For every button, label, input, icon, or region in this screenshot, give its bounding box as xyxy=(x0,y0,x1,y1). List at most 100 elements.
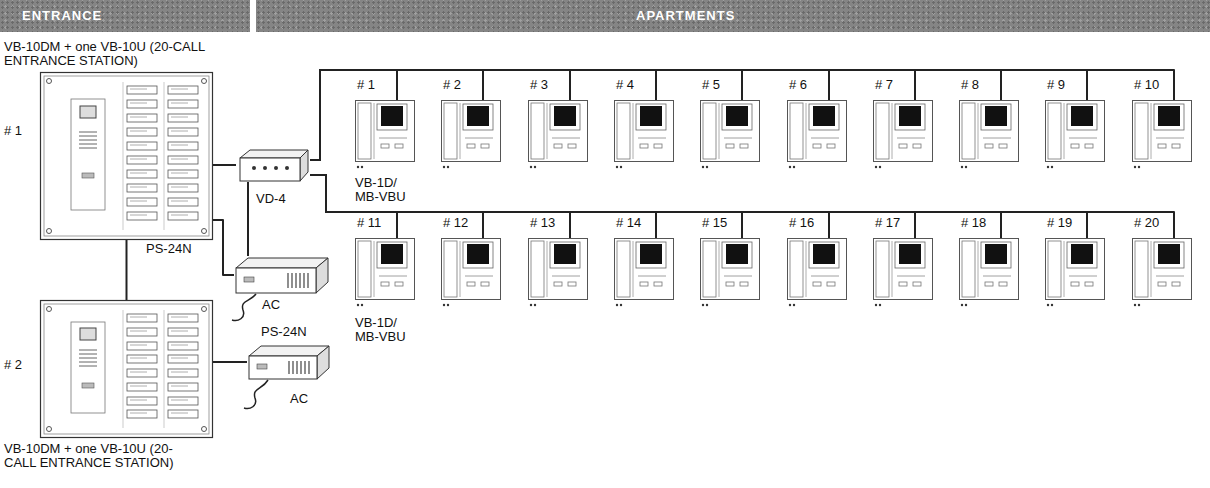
apartment-monitor-drawing xyxy=(614,238,674,300)
section-header: ENTRANCE xyxy=(0,0,250,32)
header-text: APARTMENTS xyxy=(636,9,735,23)
apartment-number: # 6 xyxy=(789,78,829,92)
connector-line xyxy=(126,240,128,300)
apartment-monitor-drawing xyxy=(355,100,415,162)
ac-label: AC xyxy=(290,392,320,406)
apartment-monitor: # 10 xyxy=(1132,100,1192,162)
apartment-number: # 13 xyxy=(530,216,570,230)
apartment-monitor-drawing xyxy=(873,238,933,300)
apartment-monitor: # 8 xyxy=(959,100,1019,162)
apartment-monitor-drawing xyxy=(1045,238,1105,300)
apartment-monitor-drawing xyxy=(873,100,933,162)
apartment-monitor-drawing xyxy=(700,238,760,300)
apartment-monitor: # 14 xyxy=(614,238,674,300)
section-header: APARTMENTS xyxy=(256,0,1210,32)
video-distributor-drawing xyxy=(236,148,310,182)
connector-line xyxy=(310,175,570,238)
apartment-monitor-drawing xyxy=(787,238,847,300)
apartment-monitor-drawing xyxy=(959,100,1019,162)
device-label: PS-24N xyxy=(261,325,341,339)
apartment-monitor-drawing xyxy=(1045,100,1105,162)
entrance-station-drawing xyxy=(40,300,213,438)
apartment-monitor: # 3 xyxy=(528,100,588,162)
entrance-station: # 2VB-10DM + one VB-10U (20-CALL ENTRANC… xyxy=(40,300,213,438)
entrance-station-drawing xyxy=(40,72,213,240)
apartment-monitor: # 17 xyxy=(873,238,933,300)
ac-label: AC xyxy=(262,298,292,312)
connector-line xyxy=(310,175,915,238)
apartment-number: # 7 xyxy=(875,78,915,92)
monitor-model-label: VB-1D/ MB-VBU xyxy=(355,176,417,204)
power-supply: PS-24N xyxy=(247,344,331,380)
apartment-number: # 16 xyxy=(789,216,829,230)
apartment-number: # 10 xyxy=(1134,78,1174,92)
video-distributor: VD-4 xyxy=(236,148,310,182)
apartment-monitor: # 9 xyxy=(1045,100,1105,162)
apartment-monitor: # 1 xyxy=(355,100,415,162)
monitor-model-label: VB-1D/ MB-VBU xyxy=(355,316,417,344)
apartment-monitor: # 20 xyxy=(1132,238,1192,300)
entrance-station: VB-10DM + one VB-10U (20-CALL ENTRANCE S… xyxy=(40,72,213,240)
station-number: # 2 xyxy=(4,358,36,372)
power-supply: PS-24N xyxy=(234,256,330,294)
apartment-monitor: # 7 xyxy=(873,100,933,162)
apartment-monitor: # 5 xyxy=(700,100,760,162)
apartment-monitor-drawing xyxy=(700,100,760,162)
apartment-monitor: # 4 xyxy=(614,100,674,162)
connector-line xyxy=(310,70,570,160)
apartment-monitor-drawing xyxy=(787,100,847,162)
device-label: VD-4 xyxy=(256,192,306,206)
connector-line xyxy=(213,220,234,275)
apartment-number: # 12 xyxy=(443,216,483,230)
apartment-monitor-drawing xyxy=(959,238,1019,300)
connector-line xyxy=(310,70,1087,160)
apartment-monitor: # 16 xyxy=(787,238,847,300)
apartment-number: # 11 xyxy=(357,216,397,230)
connector-line xyxy=(213,361,247,363)
apartment-monitor-drawing xyxy=(528,238,588,300)
connector-line xyxy=(247,182,249,256)
device-label: PS-24N xyxy=(146,242,226,256)
connector-line xyxy=(310,175,829,238)
ac-cord xyxy=(232,294,256,321)
apartment-number: # 17 xyxy=(875,216,915,230)
apartment-number: # 15 xyxy=(702,216,742,230)
power-supply-drawing xyxy=(247,344,331,380)
connector-line xyxy=(310,175,483,238)
apartment-monitor-drawing xyxy=(441,238,501,300)
apartment-number: # 4 xyxy=(616,78,656,92)
ac-cord xyxy=(244,380,268,409)
connector-line xyxy=(310,175,1174,238)
apartment-number: # 18 xyxy=(961,216,1001,230)
apartment-number: # 19 xyxy=(1047,216,1087,230)
apartment-monitor: # 18 xyxy=(959,238,1019,300)
station-model-label: VB-10DM + one VB-10U (20-CALL ENTRANCE S… xyxy=(4,40,249,68)
header-text: ENTRANCE xyxy=(22,9,102,23)
apartment-monitor-drawing xyxy=(441,100,501,162)
apartment-monitor: # 12 xyxy=(441,238,501,300)
apartment-monitor: # 13 xyxy=(528,238,588,300)
station-number: # 1 xyxy=(4,124,36,138)
apartment-number: # 3 xyxy=(530,78,570,92)
station-model-label: VB-10DM + one VB-10U (20-CALL ENTRANCE S… xyxy=(4,442,204,470)
apartment-number: # 9 xyxy=(1047,78,1087,92)
connector-line xyxy=(310,175,656,238)
connector-line xyxy=(310,175,742,238)
apartment-monitor-drawing xyxy=(614,100,674,162)
apartment-number: # 2 xyxy=(443,78,483,92)
apartment-monitor: # 15 xyxy=(700,238,760,300)
apartment-monitor: # 19 xyxy=(1045,238,1105,300)
apartment-monitor: # 2 xyxy=(441,100,501,162)
apartment-number: # 14 xyxy=(616,216,656,230)
power-supply-drawing xyxy=(234,256,330,294)
apartment-number: # 5 xyxy=(702,78,742,92)
apartment-number: # 20 xyxy=(1134,216,1174,230)
apartment-number: # 1 xyxy=(357,78,397,92)
connector-line xyxy=(310,175,1087,238)
apartment-number: # 8 xyxy=(961,78,1001,92)
apartment-monitor-drawing xyxy=(1132,238,1192,300)
apartment-monitor-drawing xyxy=(528,100,588,162)
apartment-monitor-drawing xyxy=(355,238,415,300)
connector-line xyxy=(310,175,1001,238)
